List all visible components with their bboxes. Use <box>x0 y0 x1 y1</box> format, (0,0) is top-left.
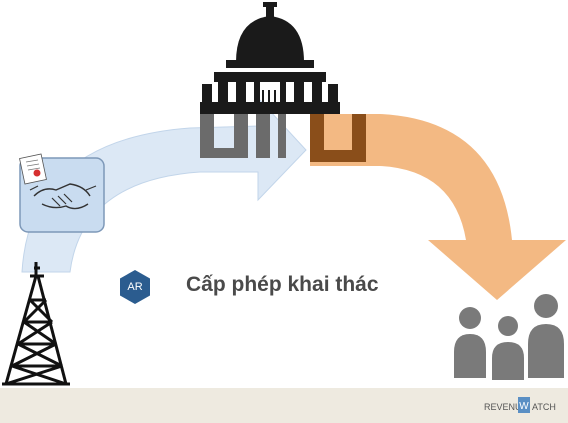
handshake-contract-icon <box>19 153 105 233</box>
citizens-group-icon <box>454 294 564 380</box>
footer-bar <box>0 388 568 423</box>
ar-badge-label: AR <box>127 281 143 293</box>
ar-hexagon-badge <box>120 270 150 304</box>
brand-right-text: ATCH <box>532 402 556 412</box>
building-base <box>200 114 366 162</box>
orange-arrow <box>310 114 566 300</box>
svg-text:W: W <box>519 401 529 412</box>
revenue-watch-logo: REVENUE W ATCH <box>484 397 564 417</box>
brand-left-text: REVENUE <box>484 402 528 412</box>
government-building-icon <box>200 2 340 114</box>
oil-rig-icon <box>2 262 70 386</box>
brand-w-mark: W <box>518 397 530 413</box>
diagram-title: Cấp phép khai thác <box>186 273 379 296</box>
